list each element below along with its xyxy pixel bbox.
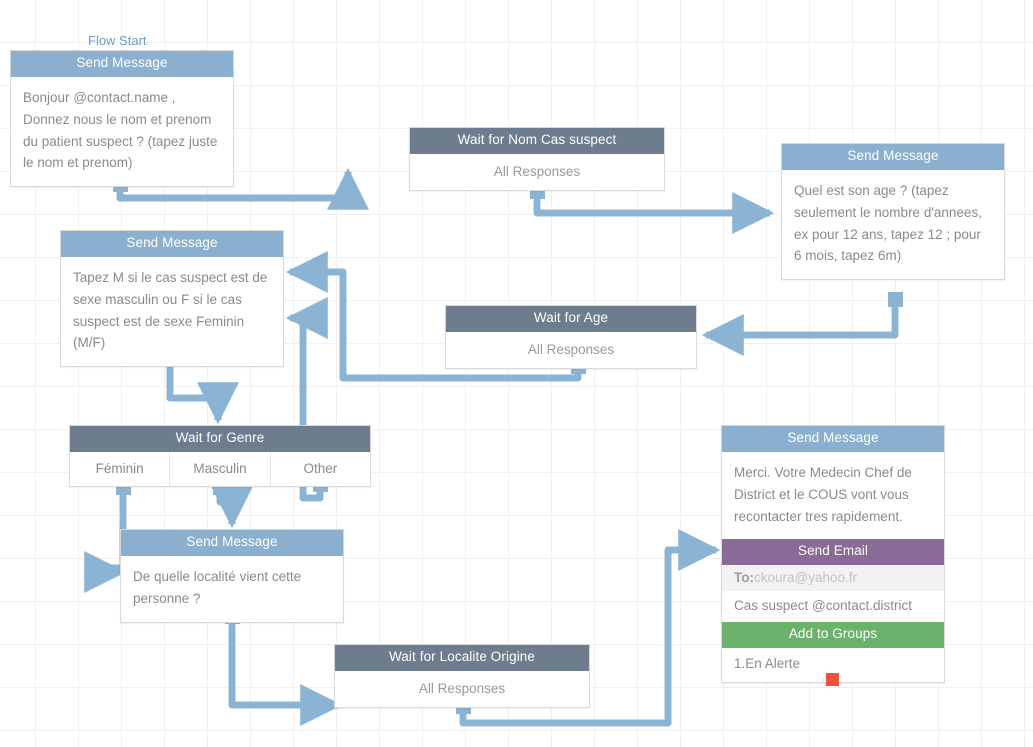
node-wait-genre[interactable]: Wait for Genre Féminin Masculin Other (69, 425, 371, 487)
node-header: Wait for Localite Origine (335, 645, 589, 671)
node-body: All Responses (527, 341, 615, 357)
node-body: De quelle localité vient cette personne … (133, 568, 302, 606)
node-localite-message[interactable]: Send Message De quelle localité vient ce… (120, 529, 344, 623)
rule-masculin[interactable]: Masculin (170, 451, 271, 486)
email-subject: Cas suspect @contact.district (734, 598, 913, 614)
node-header: Wait for Age (446, 306, 696, 332)
node-final-actions[interactable]: Send Message Merci. Votre Medecin Chef d… (721, 425, 945, 684)
node-header: Send Message (61, 231, 283, 257)
send-message-body: Merci. Votre Medecin Chef de District et… (734, 464, 912, 524)
node-header: Wait for Genre (70, 426, 370, 452)
send-email-header: Send Email (722, 539, 944, 566)
node-header: Send Message (11, 51, 233, 77)
rule-list: Féminin Masculin Other (70, 451, 370, 486)
node-body: All Responses (493, 163, 581, 179)
group-item: 1.En Alerte (734, 656, 801, 672)
node-body: Quel est son age ? (tapez seulement le n… (794, 182, 982, 264)
node-header: Send Message (782, 144, 1004, 170)
wire-genre-to-wait-genre (166, 358, 239, 425)
node-start-message[interactable]: Send Message Bonjour @contact.name , Don… (10, 50, 234, 188)
node-body: All Responses (418, 680, 506, 696)
wire-wait-nom-to-age (533, 191, 775, 234)
wire-masculin-to-localite (211, 486, 253, 529)
node-header: Wait for Nom Cas suspect (410, 128, 664, 154)
flow-start-label: Flow Start (88, 33, 147, 48)
email-to-row: To:ckoura@yahoo.fr (722, 565, 944, 592)
node-wait-localite[interactable]: Wait for Localite Origine All Responses (334, 644, 590, 708)
send-message-header: Send Message (722, 426, 944, 452)
node-age-message[interactable]: Send Message Quel est son age ? (tapez s… (781, 143, 1005, 281)
wire-localite-to-wait-localite (228, 616, 343, 726)
node-wait-age[interactable]: Wait for Age All Responses (445, 305, 697, 369)
email-to-label: To: (734, 570, 754, 586)
rule-feminin[interactable]: Féminin (70, 451, 171, 486)
handle-age-out (888, 292, 903, 307)
node-wait-nom[interactable]: Wait for Nom Cas suspect All Responses (409, 127, 665, 191)
rule-other[interactable]: Other (303, 460, 338, 476)
flow-stop-marker (826, 673, 839, 686)
node-body: Tapez M si le cas suspect est de sexe ma… (73, 269, 268, 351)
wire-age-to-wait-age (701, 299, 899, 356)
node-body: Bonjour @contact.name , Donnez nous le n… (23, 89, 218, 171)
email-to-value: ckoura@yahoo.fr (754, 570, 858, 586)
add-to-groups-header: Add to Groups (722, 622, 944, 649)
node-header: Send Message (121, 530, 343, 556)
node-genre-message[interactable]: Send Message Tapez M si le cas suspect e… (60, 230, 284, 368)
